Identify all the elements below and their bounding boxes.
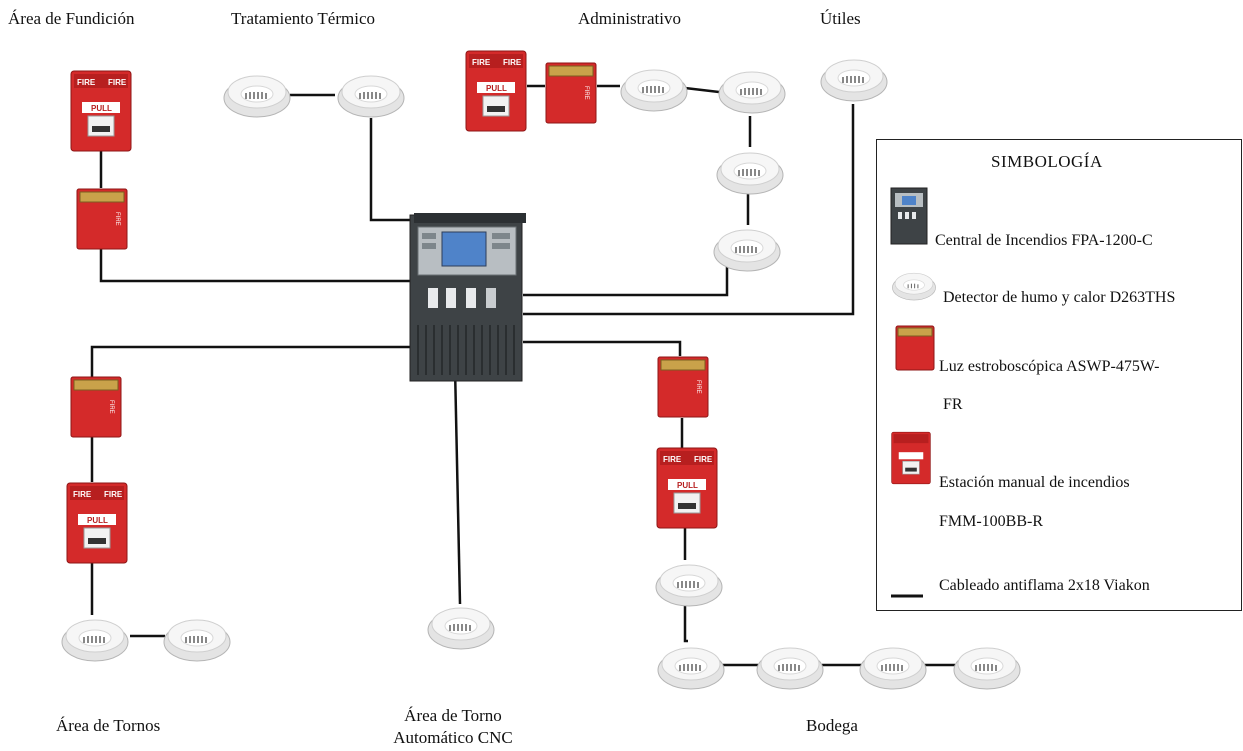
smoke-detector-icon (654, 557, 724, 609)
area-label-tratamiento: Tratamiento Térmico (231, 9, 376, 28)
wire-administrativo (523, 116, 752, 297)
pull-station-fire-text: FIRE (472, 58, 491, 67)
smoke-detector-icon (755, 640, 825, 692)
pull-station-fire-text: FIRE (663, 455, 682, 464)
pull-station-icon: FIRE FIRE PULL (656, 447, 718, 529)
area-label-cnc-line1: Área de Torno (404, 706, 502, 725)
legend: SIMBOLOGÍA Central de Incendios FPA-1200… (876, 139, 1242, 611)
pull-station-fire-text: FIRE (694, 455, 713, 464)
smoke-detector-icon (717, 64, 787, 116)
area-label-tornos: Área de Tornos (56, 716, 161, 735)
pull-station-pull-text: PULL (91, 104, 112, 113)
legend-pull-label-line2: FMM-100BB-R (939, 513, 1044, 530)
area-label-utiles: Útiles (820, 9, 861, 28)
wire-administrativo-row (527, 84, 720, 94)
pull-station-fire-text: FIRE (108, 78, 127, 87)
smoke-detector-icon (952, 640, 1022, 692)
pull-station-pull-text: PULL (677, 481, 698, 490)
smoke-detector-icon (222, 68, 292, 120)
legend-cable-label: Cableado antiflama 2x18 Viakon (939, 577, 1150, 594)
legend-panel-label: Central de Incendios FPA-1200-C (935, 232, 1153, 249)
wire-tratamiento (369, 118, 415, 222)
pull-station-icon: FIRE FIRE PULL (70, 70, 132, 152)
legend-title: SIMBOLOGÍA (991, 152, 1103, 171)
wire-fundicion (99, 150, 415, 283)
pull-station-icon (891, 430, 931, 486)
area-label-administrativo: Administrativo (578, 9, 681, 28)
smoke-detector-icon (336, 68, 406, 120)
smoke-detector-icon (891, 268, 937, 302)
wire-utiles (523, 104, 855, 316)
pull-station-pull-text: PULL (87, 516, 108, 525)
strobe-fire-text: FIRE (108, 400, 114, 414)
wire-cnc (453, 366, 462, 605)
smoke-detector-icon (162, 612, 232, 664)
strobe-fire-text: FIRE (114, 212, 120, 226)
strobe-light-icon: FIRE (70, 376, 122, 438)
legend-strobe-label-line1: Luz estroboscópica ASWP-475W- (939, 358, 1160, 375)
legend-detector-label: Detector de humo y calor D263THS (943, 289, 1176, 306)
area-label-bodega: Bodega (806, 716, 858, 735)
wire-tornos (90, 345, 415, 638)
pull-station-icon: FIRE FIRE PULL (465, 50, 527, 132)
pull-station-fire-text: FIRE (104, 490, 123, 499)
strobe-light-icon: FIRE (76, 188, 128, 250)
legend-strobe-label-line2: FR (943, 396, 963, 413)
area-label-cnc: Área de Torno Automático CNC (378, 705, 528, 749)
fire-panel-icon (409, 213, 526, 383)
strobe-light-icon (895, 325, 935, 371)
smoke-detector-icon (619, 62, 689, 114)
smoke-detector-icon (858, 640, 928, 692)
smoke-detector-icon (715, 145, 785, 197)
wire-bodega (523, 340, 955, 667)
strobe-fire-text: FIRE (583, 86, 589, 100)
strobe-light-icon: FIRE (545, 62, 597, 124)
pull-station-fire-text: FIRE (503, 58, 522, 67)
smoke-detector-icon (426, 600, 496, 652)
strobe-light-icon: FIRE (657, 356, 709, 418)
smoke-detector-icon (656, 640, 726, 692)
pull-station-fire-text: FIRE (73, 490, 92, 499)
fire-panel-icon (890, 187, 928, 245)
area-label-fundicion: Área de Fundición (8, 9, 135, 28)
pull-station-icon: FIRE FIRE PULL (66, 482, 128, 564)
legend-pull-label-line1: Estación manual de incendios (939, 474, 1130, 491)
area-label-cnc-line2: Automático CNC (393, 728, 513, 747)
pull-station-pull-text: PULL (486, 84, 507, 93)
pull-station-fire-text: FIRE (77, 78, 96, 87)
cable-line-icon (891, 594, 923, 598)
strobe-fire-text: FIRE (695, 380, 701, 394)
smoke-detector-icon (712, 222, 782, 274)
smoke-detector-icon (60, 612, 130, 664)
smoke-detector-icon (819, 52, 889, 104)
